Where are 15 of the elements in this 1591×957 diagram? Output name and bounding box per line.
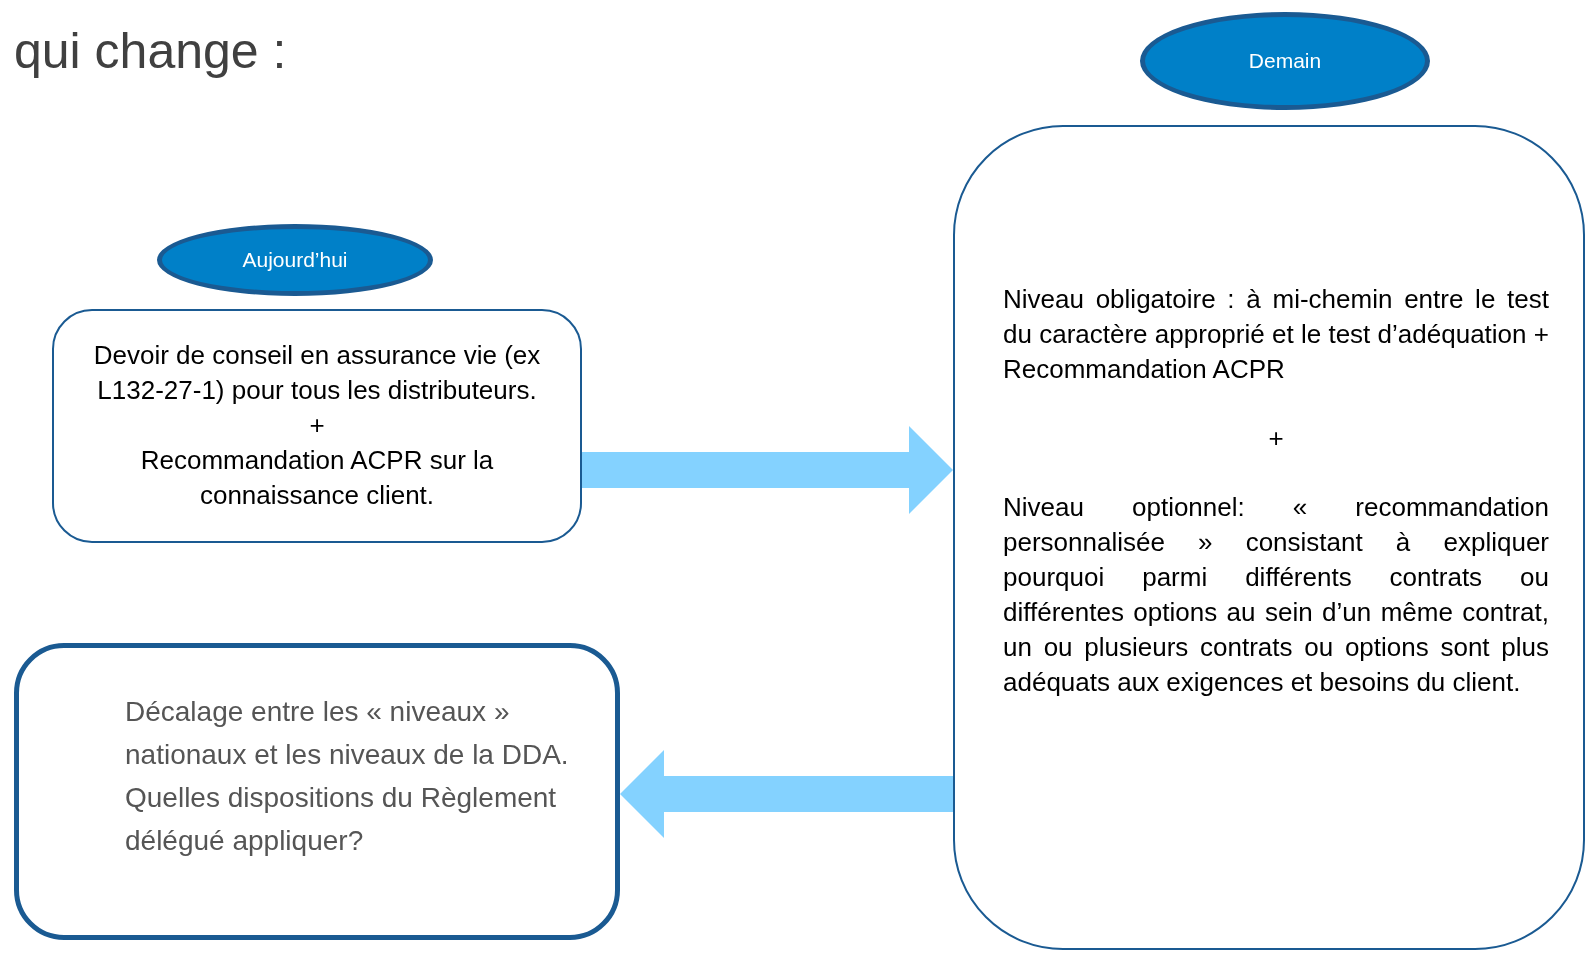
plus-sign: + bbox=[308, 408, 326, 442]
rounded-box bbox=[14, 643, 620, 940]
box-text: Décalage entre les « niveaux » nationaux et les niveaux de la DDA. Quelles dispositions du Règlement délégué appliquer? bbox=[125, 695, 570, 858]
page-title: qui change : bbox=[14, 22, 287, 80]
block-arrow bbox=[620, 750, 953, 838]
box-text: Recommandation ACPR sur la connaissance client. bbox=[139, 443, 495, 512]
box-text: Niveau optionnel: « recommandation personnalisée » consistant à expliquer pourquoi parmi différents contrats ou différentes options au sein d’un même contrat, un ou plusieurs contrats ou options sont plus adéquats aux exigences et besoins du client. bbox=[1003, 491, 1549, 699]
box-text: Devoir de conseil en assurance vie (ex L132-27-1) pour tous les distributeurs. bbox=[92, 338, 542, 407]
label-ellipse: Demain bbox=[1140, 12, 1430, 110]
block-arrow bbox=[582, 426, 953, 514]
box-text: Niveau obligatoire : à mi-chemin entre le test du caractère approprié et le test d’adéquation + Recommandation ACPR bbox=[1003, 283, 1549, 386]
rounded-box bbox=[953, 125, 1585, 950]
plus-sign: + bbox=[1267, 422, 1285, 455]
rounded-box bbox=[52, 309, 582, 543]
label-ellipse: Aujourd’hui bbox=[157, 224, 433, 296]
